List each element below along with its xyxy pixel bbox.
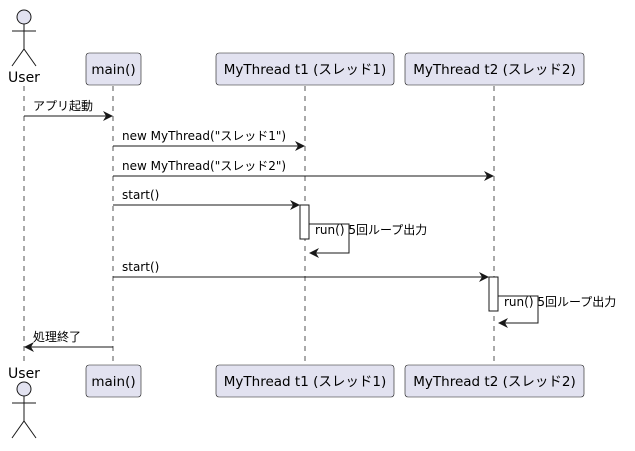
participant-main-top: main() (85, 52, 142, 86)
message-label: start() (122, 260, 159, 274)
activation-bar-t1 (299, 204, 310, 240)
participant-label: MyThread t1 (スレッド1) (224, 62, 386, 78)
participant-t2-bottom: MyThread t2 (スレッド2) (404, 364, 585, 398)
participant-label: MyThread t1 (スレッド1) (224, 374, 386, 390)
participant-label: main() (91, 62, 135, 78)
message-label: run() 5回ループ出力 (315, 223, 427, 237)
actor-bottom: User (8, 366, 40, 439)
participant-t2-top: MyThread t2 (スレッド2) (404, 52, 585, 86)
message-label: run() 5回ループ出力 (504, 295, 616, 309)
message-label: アプリ起動 (33, 99, 93, 113)
participant-t1-bottom: MyThread t1 (スレッド1) (215, 364, 395, 398)
participant-label: main() (91, 374, 135, 390)
participant-box (85, 364, 142, 398)
self-message-arrow (498, 295, 539, 328)
actor-top: User (8, 9, 40, 86)
participant-box (215, 364, 395, 398)
message-6: start() (113, 260, 489, 282)
participant-main-bottom: main() (85, 364, 142, 398)
message-1: アプリ起動 (24, 99, 113, 121)
actor-legs (11, 48, 37, 67)
activation-bar-t2 (488, 276, 499, 312)
message-8: 処理終了 (24, 329, 113, 352)
participant-t1-top: MyThread t1 (スレッド1) (215, 52, 395, 86)
message-label: new MyThread("スレッド1") (122, 129, 286, 143)
message-label: start() (122, 188, 159, 202)
actor-head-icon (16, 9, 32, 25)
message-label: new MyThread("スレッド2") (122, 159, 286, 173)
self-message-arrow (309, 223, 350, 258)
message-2: new MyThread("スレッド1") (113, 129, 305, 151)
actor-head-icon (16, 381, 32, 397)
participant-box (85, 52, 142, 86)
participant-box (404, 52, 585, 86)
message-5: run() 5回ループ出力 (309, 223, 427, 258)
participant-label: MyThread t2 (スレッド2) (413, 374, 575, 390)
message-label: 処理終了 (33, 329, 81, 344)
actor-label: User (8, 366, 40, 382)
participant-box (215, 52, 395, 86)
actor-legs (11, 420, 37, 439)
message-7: run() 5回ループ出力 (498, 295, 616, 328)
participant-label: MyThread t2 (スレッド2) (413, 62, 575, 78)
message-4: start() (113, 188, 300, 210)
actor-label: User (8, 70, 40, 86)
message-3: new MyThread("スレッド2") (113, 159, 494, 181)
participant-box (404, 364, 585, 398)
